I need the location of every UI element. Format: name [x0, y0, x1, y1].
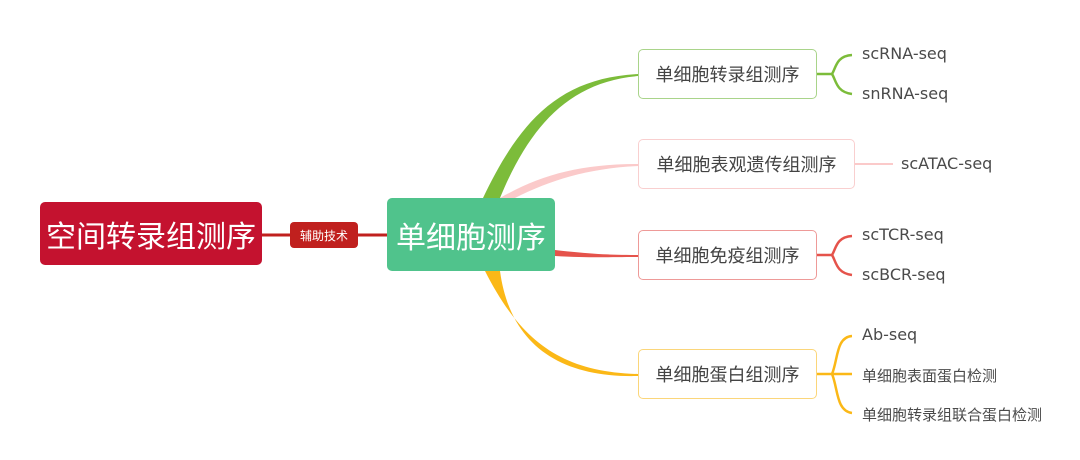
brace-branch-0	[817, 53, 853, 96]
leaf-node[interactable]: scBCR-seq	[862, 265, 946, 284]
branch-node-proteome[interactable]: 单细胞蛋白组测序	[638, 349, 817, 399]
brace-branch-2	[817, 234, 853, 277]
center-node-label: 单细胞测序	[396, 220, 546, 256]
leaf-node[interactable]: scATAC-seq	[901, 154, 993, 173]
branch-node-transcriptome[interactable]: 单细胞转录组测序	[638, 49, 817, 99]
link-center-to-branch-1	[500, 164, 638, 198]
brace-branch-3	[817, 334, 853, 415]
link-center-to-branch-0	[483, 74, 638, 198]
branch-node-immune[interactable]: 单细胞免疫组测序	[638, 230, 817, 280]
leaf-node[interactable]: snRNA-seq	[862, 84, 949, 103]
leaf-node[interactable]: Ab-seq	[862, 325, 918, 344]
branch-label: 单细胞免疫组测序	[655, 246, 800, 267]
branch-node-epigenome[interactable]: 单细胞表观遗传组测序	[638, 139, 855, 189]
branch-label: 单细胞表观遗传组测序	[656, 155, 837, 176]
leaf-node[interactable]: scRNA-seq	[862, 44, 947, 63]
center-node-single-cell-sequencing[interactable]: 单细胞测序	[387, 198, 555, 271]
leaf-node[interactable]: 单细胞表面蛋白检测	[862, 367, 998, 385]
relationship-label[interactable]: 辅助技术	[290, 222, 358, 248]
root-node-label: 空间转录组测序	[46, 219, 256, 255]
branch-label: 单细胞转录组测序	[655, 65, 800, 86]
root-node-spatial-transcriptomics[interactable]: 空间转录组测序	[40, 202, 262, 265]
relationship-label-text: 辅助技术	[299, 228, 348, 243]
link-center-to-branch-3	[485, 271, 638, 377]
leaf-node[interactable]: scTCR-seq	[862, 225, 944, 244]
leaf-node[interactable]: 单细胞转录组联合蛋白检测	[862, 406, 1043, 424]
branch-label: 单细胞蛋白组测序	[655, 365, 800, 386]
link-center-to-branch-2	[555, 250, 638, 258]
